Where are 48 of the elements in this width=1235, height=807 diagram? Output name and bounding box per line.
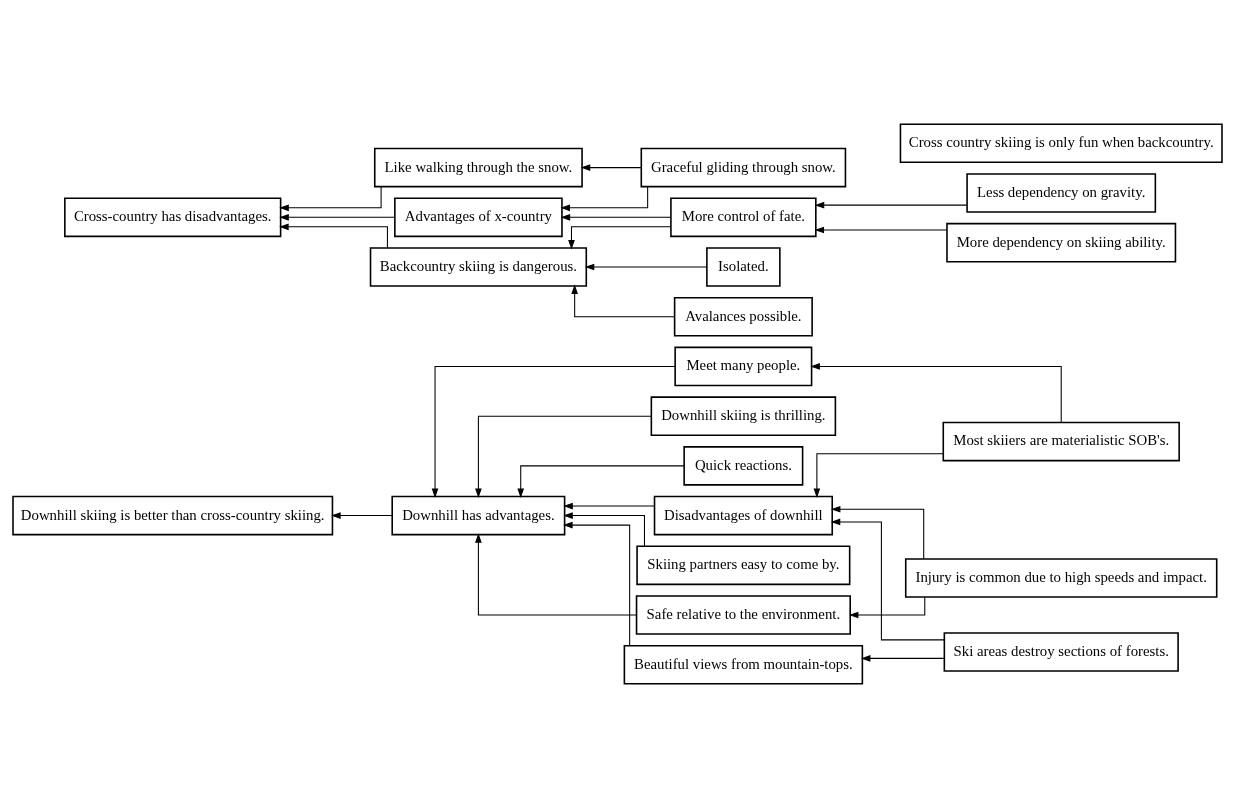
- node-box: Less dependency on gravity.: [966, 172, 1157, 213]
- node-box: More control of fate.: [670, 196, 817, 237]
- arrow: [560, 185, 649, 211]
- node-box: Safe relative to the environment.: [635, 594, 851, 635]
- arrow: [331, 511, 393, 519]
- arrow: [475, 532, 637, 616]
- arrow: [848, 596, 926, 618]
- node-box: Avalances possible.: [673, 296, 813, 337]
- arrow: [571, 284, 675, 317]
- arrow: [568, 225, 671, 249]
- arrow: [814, 226, 948, 233]
- node-box: Advantages of x-country: [394, 196, 563, 237]
- arrow: [580, 163, 642, 171]
- node-box: Downhill has advantages.: [391, 495, 566, 535]
- node-box: Most skiiers are materialistic SOB's.: [942, 421, 1180, 461]
- node-box: Quick reactions.: [683, 445, 804, 486]
- arrow: [431, 365, 676, 498]
- arrow: [830, 518, 945, 640]
- arrow: [563, 511, 645, 547]
- arrow: [563, 502, 655, 509]
- arrow: [517, 464, 685, 498]
- node-box: Isolated.: [706, 246, 781, 287]
- arrow: [563, 521, 631, 646]
- arrow: [813, 452, 944, 498]
- node-box: Skiing partners easy to come by.: [636, 544, 851, 585]
- arrow: [814, 201, 968, 208]
- node-box: Meet many people.: [674, 346, 813, 386]
- node-box: Ski areas destroy sections of forests.: [943, 631, 1179, 672]
- node-box: Like walking through the snow.: [373, 147, 583, 187]
- node-box: Downhill skiing is better than cross-country skiing.: [12, 495, 334, 535]
- arrow: [560, 213, 672, 221]
- node-box: Disadvantages of downhill: [653, 495, 833, 535]
- node-box: Beautiful views from mountain-tops.: [623, 644, 864, 685]
- node-box: Cross-country has disadvantages.: [64, 196, 282, 237]
- node-box: More dependency on skiing ability.: [946, 222, 1177, 263]
- node-box: Downhill skiing is thrilling.: [650, 395, 837, 436]
- arrow: [830, 505, 925, 559]
- arrow: [584, 263, 708, 270]
- arrow: [279, 213, 395, 221]
- arrow: [279, 223, 388, 248]
- node-box: Injury is common due to high speeds and impact.: [904, 557, 1218, 598]
- arrow: [279, 185, 382, 211]
- node-box: Graceful gliding through snow.: [640, 147, 847, 187]
- arrow: [475, 415, 652, 498]
- arrow: [860, 654, 945, 662]
- node-box: Backcountry skiing is dangerous.: [369, 246, 588, 287]
- node-box: Cross country skiing is only fun when backcountry.: [899, 122, 1223, 163]
- arrow: [810, 362, 1062, 423]
